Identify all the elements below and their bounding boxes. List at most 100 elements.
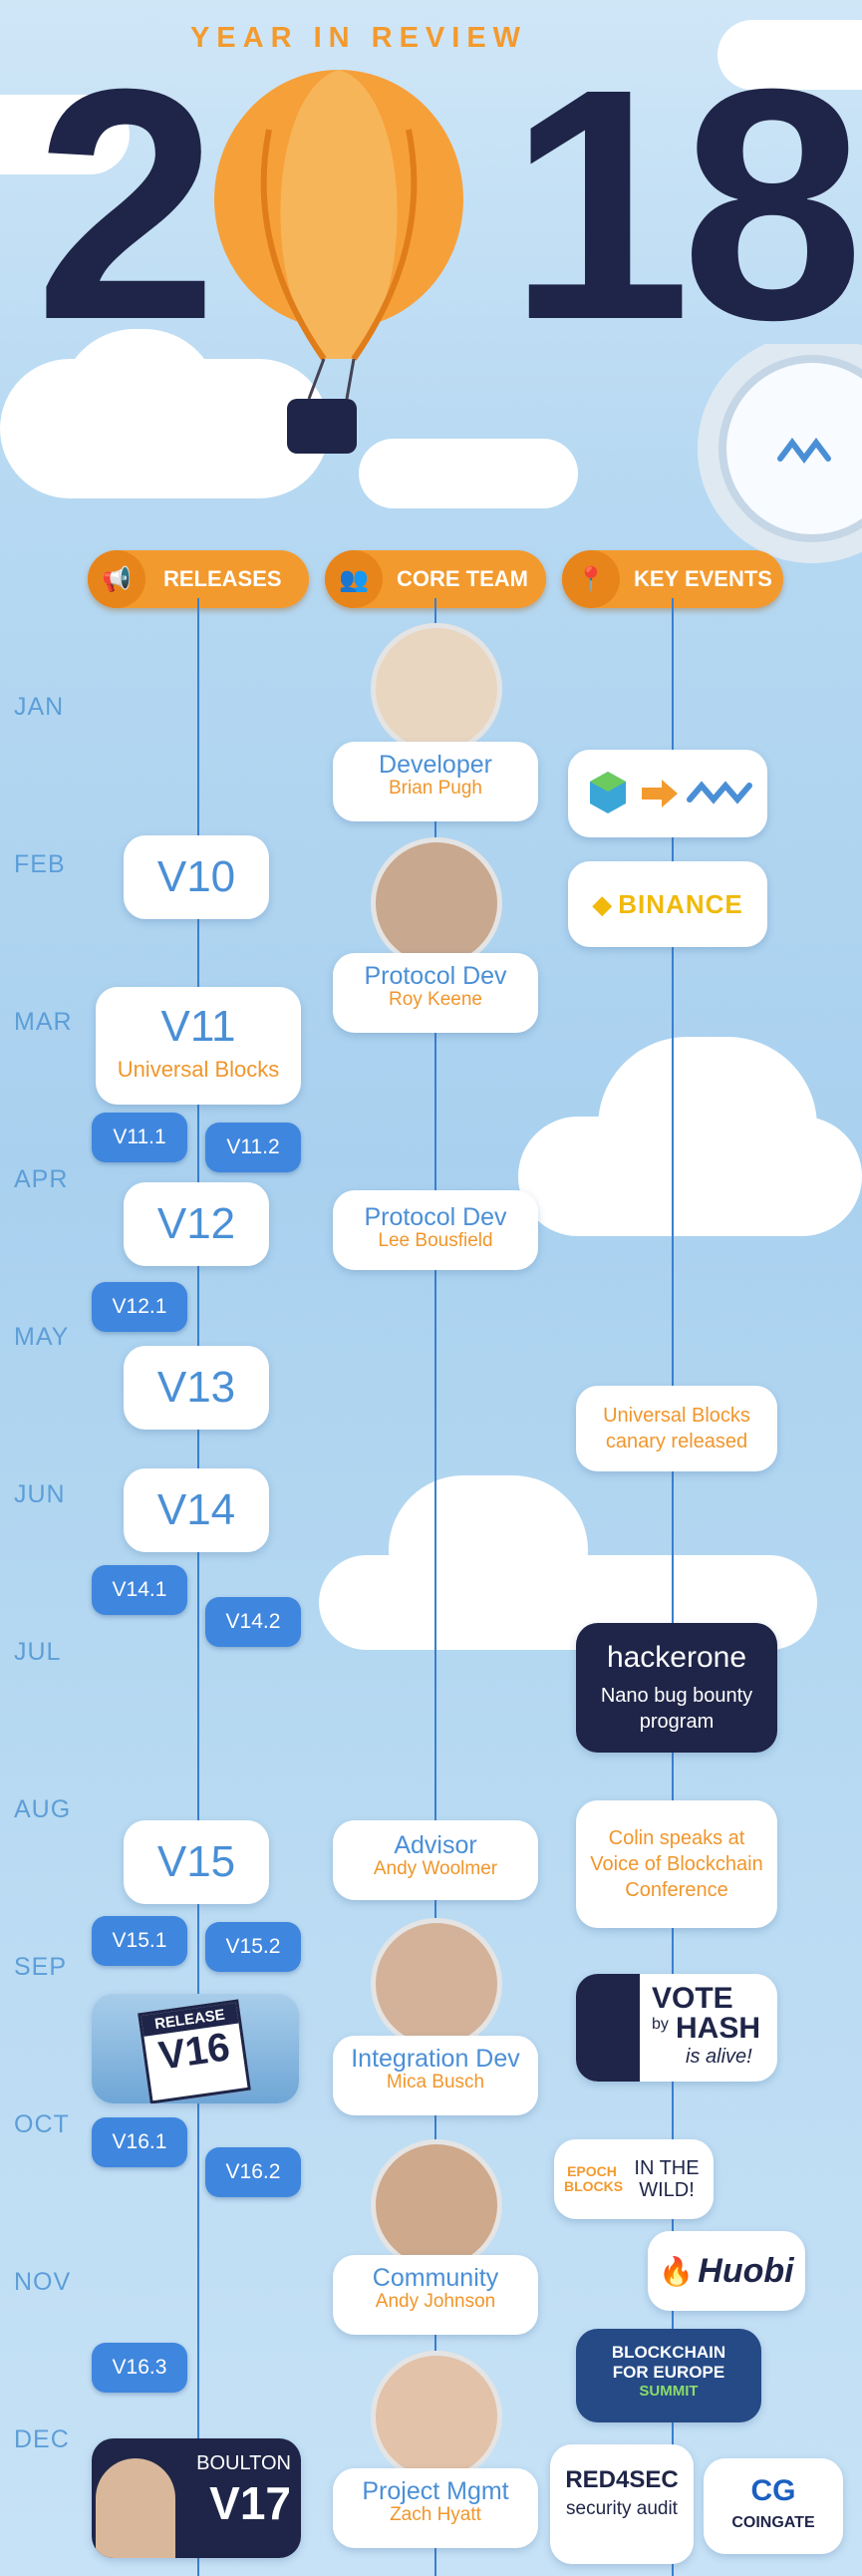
releases-timeline-line bbox=[197, 598, 199, 2576]
cloud bbox=[389, 1475, 588, 1625]
epoch-blocks-logo: EPOCH BLOCKS bbox=[564, 2162, 624, 2194]
event-text: Colin speaks at Voice of Blockchain Conf… bbox=[590, 1827, 763, 1901]
release-pill-v11-1: V11.1 bbox=[92, 1113, 187, 1162]
red4sec-logo: RED4SEC bbox=[565, 2466, 679, 2493]
team-role: Community bbox=[372, 2264, 499, 2292]
boulton-portrait bbox=[96, 2458, 175, 2558]
events-timeline-line bbox=[672, 598, 674, 2576]
event-hackerone: hackerone Nano bug bounty program bbox=[576, 1623, 777, 1753]
event-binance: ◆ BINANCE bbox=[568, 861, 767, 947]
release-subtitle: Universal Blocks bbox=[117, 1057, 280, 1082]
release-pill-v11-2: V11.2 bbox=[205, 1123, 301, 1172]
team-member-name: Andy Johnson bbox=[375, 2291, 496, 2313]
release-pill-v16-1: V16.1 bbox=[92, 2117, 187, 2167]
category-key-events: 📍 KEY EVENTS bbox=[562, 550, 783, 608]
month-label: APR bbox=[14, 1165, 69, 1193]
team-role: Protocol Dev bbox=[364, 962, 507, 990]
cloud bbox=[60, 329, 219, 479]
month-label: MAY bbox=[14, 1323, 70, 1351]
release-card-v17: BOULTON V17 bbox=[92, 2438, 301, 2558]
year-digit-2: 2 bbox=[35, 20, 218, 388]
category-label: KEY EVENTS bbox=[634, 566, 772, 591]
page-kicker: YEAR IN REVIEW bbox=[189, 22, 528, 54]
event-vote-by-hash: VOTE by HASH is alive! bbox=[576, 1974, 777, 2082]
release-version: V11 bbox=[160, 1002, 236, 1051]
cloud bbox=[718, 20, 862, 90]
team-icon: 👥 bbox=[325, 550, 383, 608]
month-label: MAR bbox=[14, 1008, 73, 1036]
release-card-v10: V10 bbox=[124, 835, 269, 919]
avatar bbox=[371, 1918, 502, 2050]
release-pill-v16-2: V16.2 bbox=[205, 2147, 301, 2197]
team-card: Project Mgmt Zach Hyatt bbox=[333, 2468, 538, 2548]
release-pill-v15-1: V15.1 bbox=[92, 1916, 187, 1966]
vote-line1: VOTE bbox=[652, 1982, 733, 2015]
release-card-v16: RELEASE V16 bbox=[92, 1994, 299, 2103]
avatar bbox=[371, 837, 502, 969]
cloud bbox=[359, 439, 578, 508]
event-text: Nano bug bounty program bbox=[600, 1685, 753, 1733]
release-pill-v15-2: V15.2 bbox=[205, 1922, 301, 1972]
month-label: JUN bbox=[14, 1480, 66, 1508]
team-role: Advisor bbox=[394, 1831, 477, 1859]
vote-by: by bbox=[652, 2016, 669, 2033]
event-red4sec: RED4SEC security audit bbox=[550, 2444, 694, 2564]
team-member-name: Andy Woolmer bbox=[373, 1858, 498, 1880]
gear-logo-icon bbox=[698, 344, 862, 563]
binance-logo-icon: ◆ bbox=[592, 888, 613, 919]
month-label: NOV bbox=[14, 2268, 72, 2296]
team-member-name: Brian Pugh bbox=[388, 778, 482, 800]
event-epoch-blocks: EPOCH BLOCKS IN THE WILD! bbox=[554, 2139, 714, 2219]
hot-air-balloon-icon bbox=[214, 70, 463, 454]
team-card: Community Andy Johnson bbox=[333, 2255, 538, 2335]
team-role: Project Mgmt bbox=[362, 2477, 509, 2505]
release-card-v14: V14 bbox=[124, 1468, 269, 1552]
month-label: SEP bbox=[14, 1953, 68, 1981]
team-member-name: Mica Busch bbox=[386, 2072, 485, 2093]
event-rebrand bbox=[568, 750, 767, 837]
megaphone-icon: 📢 bbox=[88, 550, 145, 608]
event-colin-speaks: Colin speaks at Voice of Blockchain Conf… bbox=[576, 1800, 777, 1928]
event-huobi: 🔥 Huobi bbox=[648, 2231, 805, 2311]
coingate-label: COINGATE bbox=[731, 2514, 815, 2531]
team-role: Developer bbox=[379, 751, 492, 779]
category-label: CORE TEAM bbox=[397, 566, 528, 591]
event-universal-blocks-canary: Universal Blocks canary released bbox=[576, 1386, 777, 1471]
team-role: Protocol Dev bbox=[364, 1203, 507, 1231]
release-card-v13: V13 bbox=[124, 1346, 269, 1430]
release-card-v12: V12 bbox=[124, 1182, 269, 1266]
category-label: RELEASES bbox=[163, 566, 282, 591]
team-role: Integration Dev bbox=[351, 2045, 520, 2073]
release-card-v15: V15 bbox=[124, 1820, 269, 1904]
team-timeline-line bbox=[434, 598, 436, 2576]
vote-by-hash-graphic bbox=[576, 1974, 640, 2082]
month-label: JAN bbox=[14, 693, 65, 721]
avatar bbox=[371, 2139, 502, 2271]
team-card: Advisor Andy Woolmer bbox=[333, 1820, 538, 1900]
team-member-name: Roy Keene bbox=[388, 989, 482, 1011]
raiblocks-to-nano-icon bbox=[590, 772, 752, 813]
month-label: JUL bbox=[14, 1638, 62, 1666]
release-pill-v16-3: V16.3 bbox=[92, 2343, 187, 2393]
huobi-flame-icon: 🔥 bbox=[659, 2255, 695, 2287]
bfe-line3: SUMMIT bbox=[639, 2383, 699, 2400]
month-label: AUG bbox=[14, 1795, 72, 1823]
coingate-logo-icon: CG bbox=[750, 2474, 796, 2507]
team-card: Developer Brian Pugh bbox=[333, 742, 538, 821]
event-text: IN THE WILD! bbox=[634, 2157, 700, 2201]
team-card: Protocol Dev Roy Keene bbox=[333, 953, 538, 1033]
location-pin-icon: 📍 bbox=[562, 550, 620, 608]
release-pill-v14-1: V14.1 bbox=[92, 1565, 187, 1615]
bfe-line1: BLOCKCHAIN bbox=[611, 2343, 726, 2362]
release-card-v11: V11 Universal Blocks bbox=[96, 987, 301, 1105]
release-v16-sign: RELEASE V16 bbox=[138, 1999, 251, 2103]
team-member-name: Lee Bousfield bbox=[378, 1230, 493, 1252]
month-label: DEC bbox=[14, 2425, 70, 2453]
year-digits-18: 18 bbox=[508, 20, 862, 388]
release-pill-v14-2: V14.2 bbox=[205, 1597, 301, 1647]
team-member-name: Zach Hyatt bbox=[390, 2504, 481, 2526]
binance-label: BINANCE bbox=[618, 888, 743, 919]
vote-alive: is alive! bbox=[686, 2046, 752, 2068]
hackerone-logo: hackerone bbox=[606, 1641, 747, 1674]
avatar bbox=[371, 623, 502, 755]
